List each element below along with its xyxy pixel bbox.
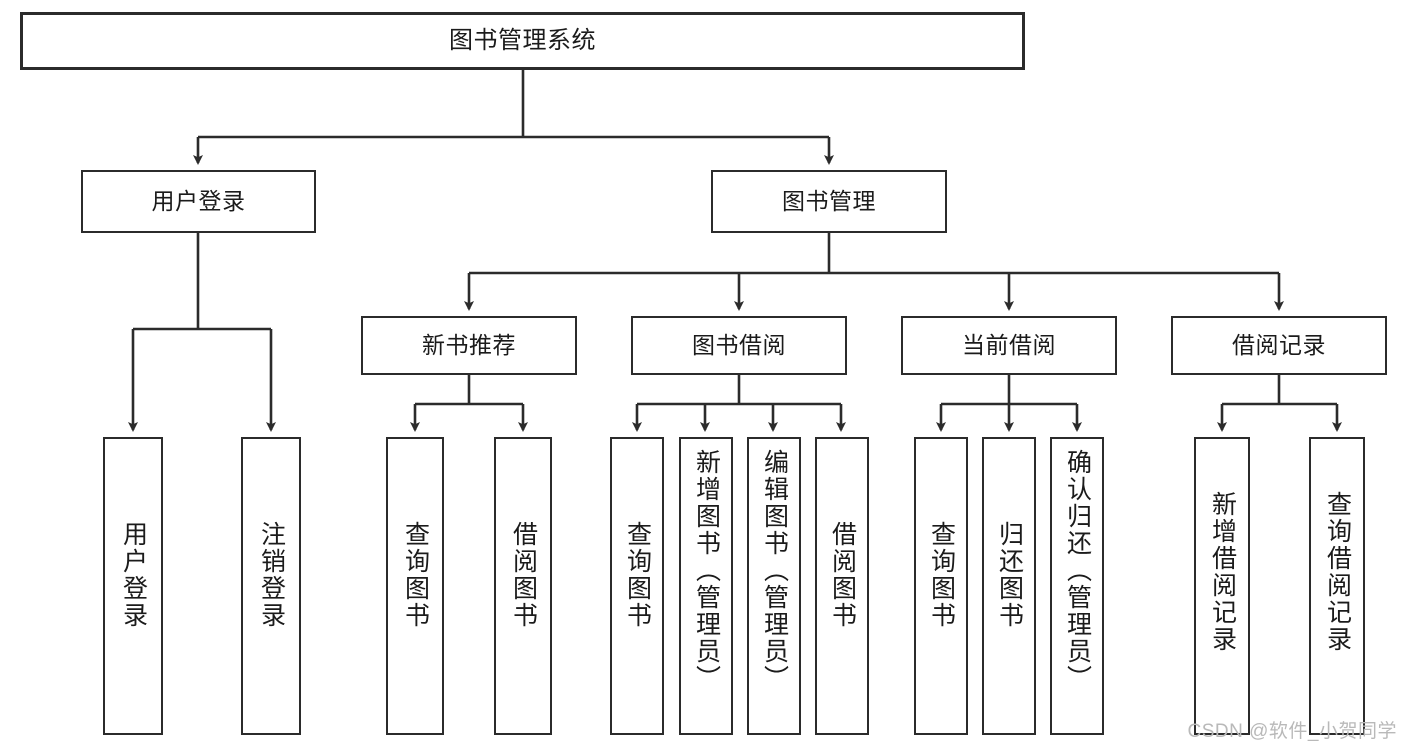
node-label: 借阅图书: [828, 521, 857, 629]
node-leaf-edit-book[interactable]: 编辑图书（管理员）: [747, 437, 801, 735]
node-label: 图书借阅: [692, 331, 786, 358]
node-label: 查询图书: [623, 521, 652, 629]
node-label: 当前借阅: [962, 331, 1056, 358]
node-label: 归还图书: [995, 521, 1024, 629]
node-user-login[interactable]: 用户登录: [81, 170, 316, 233]
node-label: 图书管理: [782, 187, 876, 214]
node-label: 借阅图书: [509, 521, 538, 629]
node-leaf-query-book-2[interactable]: 查询图书: [610, 437, 664, 735]
node-leaf-query-book-3[interactable]: 查询图书: [914, 437, 968, 735]
node-label: 用户登录: [119, 521, 148, 629]
node-label: 用户登录: [151, 187, 246, 214]
node-leaf-borrow-book-1[interactable]: 借阅图书: [494, 437, 552, 735]
node-label: 注销登录: [257, 521, 286, 629]
node-label: 借阅记录: [1232, 331, 1326, 358]
node-leaf-query-book-1[interactable]: 查询图书: [386, 437, 444, 735]
node-leaf-confirm-return[interactable]: 确认归还（管理员）: [1050, 437, 1104, 735]
node-leaf-query-record[interactable]: 查询借阅记录: [1309, 437, 1365, 735]
csdn-watermark: CSDN @软件_小贺同学: [1187, 721, 1397, 742]
node-root-system[interactable]: 图书管理系统: [20, 12, 1025, 70]
node-label: 新增借阅记录: [1208, 491, 1237, 653]
node-leaf-add-record[interactable]: 新增借阅记录: [1194, 437, 1250, 735]
node-label: 新书推荐: [422, 331, 516, 358]
node-label: 查询图书: [927, 521, 956, 629]
node-new-book-recommend[interactable]: 新书推荐: [361, 316, 577, 375]
node-book-borrow[interactable]: 图书借阅: [631, 316, 847, 375]
node-leaf-user-login[interactable]: 用户登录: [103, 437, 163, 735]
node-label: 确认归还（管理员）: [1063, 449, 1092, 692]
node-label: 查询图书: [401, 521, 430, 629]
node-leaf-borrow-book-2[interactable]: 借阅图书: [815, 437, 869, 735]
node-label: 图书管理系统: [449, 26, 596, 54]
node-label: 查询借阅记录: [1323, 491, 1352, 653]
node-book-management[interactable]: 图书管理: [711, 170, 947, 233]
node-current-borrow[interactable]: 当前借阅: [901, 316, 1117, 375]
node-leaf-add-book[interactable]: 新增图书（管理员）: [679, 437, 733, 735]
node-label: 新增图书（管理员）: [692, 449, 721, 692]
node-leaf-logout[interactable]: 注销登录: [241, 437, 301, 735]
node-leaf-return-book[interactable]: 归还图书: [982, 437, 1036, 735]
node-label: 编辑图书（管理员）: [760, 449, 789, 692]
node-borrow-record[interactable]: 借阅记录: [1171, 316, 1387, 375]
